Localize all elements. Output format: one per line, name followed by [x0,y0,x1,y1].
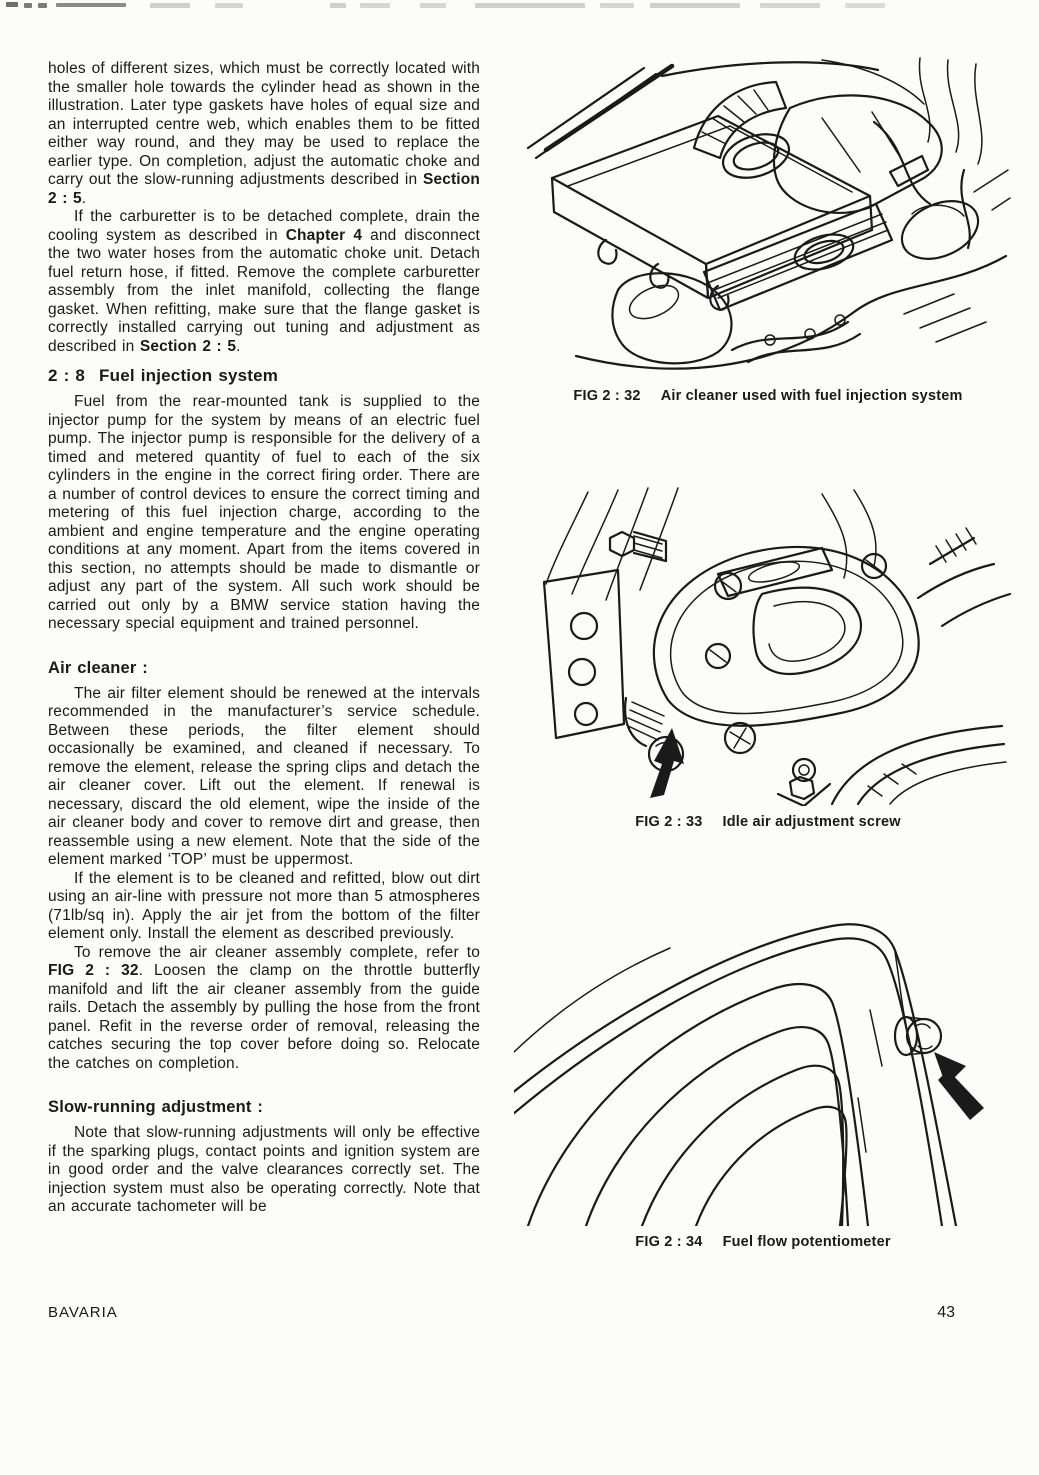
scan-artifact-top-edge [0,0,1039,14]
idle-screw-and-spring [624,696,685,798]
foreground-tubes [776,527,1012,806]
paragraph-fuel-injection: Fuel from the rear-mounted tank is suppl… [48,393,480,632]
section-reference: Section 2 : 5 [48,171,480,207]
lid-contours [514,923,958,1226]
paragraph-slow-running: Note that slow-running adjustments will … [48,1124,480,1215]
paragraph-air-cleaner-1: The air filter element should be renewed… [48,684,480,869]
figure-2-34: FIG 2 : 34 Fuel flow potentiometer [514,890,1012,1250]
figure-reference: FIG 2 : 32 [48,962,139,979]
figure-caption-text: Air cleaner used with fuel injection sys… [660,388,963,404]
subheading-slow-running: Slow-running adjustment : [48,1098,264,1116]
paragraph-text: . Loosen the clamp on the throttle butte… [48,962,480,1072]
paragraph-gasket: holes of different sizes, which must be … [48,60,480,208]
page-footer: BAVARIA 43 [48,1304,955,1321]
potentiometer [893,951,943,1057]
intake-plenum [772,94,943,214]
background-tubes [545,487,877,601]
text-column: holes of different sizes, which must be … [48,60,480,1217]
paragraph-text: . [81,189,87,207]
paragraph-air-cleaner-2: If the element is to be cleaned and refi… [48,869,480,943]
figure-label: FIG 2 : 34 [635,1234,703,1250]
figure-label: FIG 2 : 33 [635,814,703,830]
corrugated-intake-hose [692,80,791,179]
paragraph-text: and disconnect the two water hoses from … [48,226,481,355]
figure-caption: FIG 2 : 34 Fuel flow potentiometer [514,1234,1012,1250]
figure-caption-text: Fuel flow potentiometer [722,1234,891,1250]
figure-caption: FIG 2 : 33 Idle air adjustment screw [522,814,1014,830]
housing [652,545,920,755]
section-heading-fuel-injection: 2 : 8 Fuel injection system [48,366,480,386]
pointer-arrow [650,728,684,798]
lower-body-panel [574,254,1008,370]
mounting-bracket [542,530,668,740]
section-number: 2 : 8 [48,366,86,385]
chapter-reference: Chapter 4 [285,226,363,244]
page-number: 43 [937,1304,955,1321]
paragraph-text: To remove the air cleaner assembly compl… [74,943,480,961]
figure-2-32: FIG 2 : 32 Air cleaner used with fuel inj… [522,50,1014,404]
figure-2-33: FIG 2 : 33 Idle air adjustment screw [522,486,1014,830]
paragraph-air-cleaner-3: To remove the air cleaner assembly compl… [48,944,480,1074]
valve-cover [702,202,894,312]
paragraph-text: . [236,337,241,355]
section-reference: Section 2 : 5 [139,337,237,355]
body-panels [526,57,1011,211]
paragraph-text: If the carburetter is to be detached com… [48,208,480,244]
idle-air-adjustment-screw-illustration [542,487,1012,806]
pointer-arrow [934,1052,984,1120]
paragraph-carburetter-removal: If the carburetter is to be detached com… [48,208,480,356]
fuel-flow-potentiometer-illustration [514,923,984,1226]
figure-label: FIG 2 : 32 [573,388,641,404]
footer-model-name: BAVARIA [48,1304,118,1321]
figure-caption: FIG 2 : 32 Air cleaner used with fuel inj… [522,388,1014,404]
engine-bay-air-cleaner-illustration [526,57,1011,370]
figure-caption-text: Idle air adjustment screw [722,814,901,830]
section-title: Fuel injection system [99,366,279,385]
hoses-right [872,120,980,260]
subheading-air-cleaner: Air cleaner : [48,658,148,677]
paragraph-text: holes of different sizes, which must be … [48,60,480,188]
